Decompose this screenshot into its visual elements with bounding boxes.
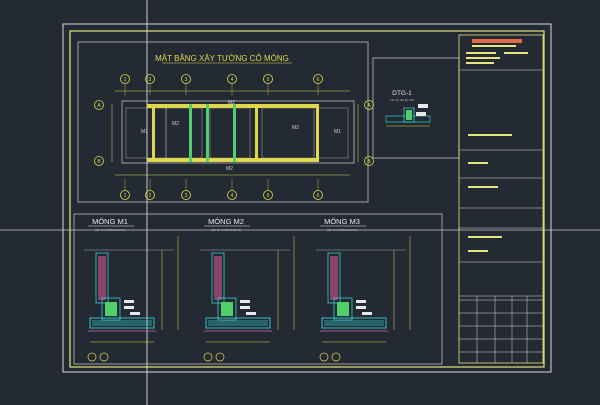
section-note-3: (SL=3, KHÔNG GIAN) bbox=[327, 227, 357, 232]
axis-bubble-3-top: 3 bbox=[181, 74, 191, 84]
axis-bubble-A-right: A bbox=[364, 100, 374, 110]
section-2: MÓNG M2(SL=3, KHÔNG GIAN) bbox=[200, 217, 295, 362]
section-1: MÓNG M1(SL=3, KHÔNG GIAN) bbox=[84, 217, 179, 362]
svg-text:1: 1 bbox=[124, 77, 127, 83]
svg-text:6: 6 bbox=[317, 77, 320, 83]
svg-text:A: A bbox=[367, 103, 371, 109]
plan-label-m2-bottom: M2 bbox=[226, 166, 233, 172]
svg-text:4: 4 bbox=[231, 77, 234, 83]
svg-text:2: 2 bbox=[149, 193, 152, 199]
section-title-1: MÓNG M1 bbox=[92, 217, 128, 226]
axis-bubble-A-left: A bbox=[94, 100, 104, 110]
axis-bubble-5-top: 5 bbox=[263, 74, 273, 84]
svg-text:2: 2 bbox=[149, 77, 152, 83]
axis-bubble-1-top: 1 bbox=[120, 74, 130, 84]
svg-text:3: 3 bbox=[185, 193, 188, 199]
foundation-sections: MÓNG M1(SL=3, KHÔNG GIAN)MÓNG M2(SL=3, K… bbox=[84, 217, 411, 362]
section-title-3: MÓNG M3 bbox=[324, 217, 360, 226]
plan-title: MẶT BẰNG XÂY TƯỜNG CỔ MÓNG bbox=[155, 54, 289, 63]
section-title-2: MÓNG M2 bbox=[208, 217, 244, 226]
svg-text:4: 4 bbox=[231, 193, 234, 199]
plan-panel bbox=[77, 41, 369, 203]
sections-panel bbox=[73, 213, 443, 365]
sheet-border bbox=[69, 30, 545, 368]
axis-bubble-6-bottom: 6 bbox=[313, 190, 323, 200]
plan-label-m1: M1 bbox=[141, 129, 148, 135]
plan-label-m2-top: M2 bbox=[228, 100, 235, 106]
svg-text:5: 5 bbox=[267, 77, 270, 83]
svg-text:B: B bbox=[97, 159, 101, 165]
title-block bbox=[458, 34, 544, 364]
detail-title: DTG-1 bbox=[392, 90, 412, 97]
axis-bubble-3-bottom: 3 bbox=[181, 190, 191, 200]
plan-label-m2-left: M2 bbox=[172, 121, 179, 127]
svg-text:B: B bbox=[367, 159, 371, 165]
axis-bubble-6-top: 6 bbox=[313, 74, 323, 84]
axis-bubble-B-left: B bbox=[94, 156, 104, 166]
axis-bubble-4-bottom: 4 bbox=[227, 190, 237, 200]
section-note-1: (SL=3, KHÔNG GIAN) bbox=[95, 227, 125, 232]
detail-dtg1 bbox=[385, 104, 431, 127]
axis-bubble-1-bottom: 1 bbox=[120, 190, 130, 200]
axis-bubble-B-right: B bbox=[364, 156, 374, 166]
svg-text:A: A bbox=[97, 103, 101, 109]
svg-text:1: 1 bbox=[124, 193, 127, 199]
axis-bubble-5-bottom: 5 bbox=[263, 190, 273, 200]
svg-text:3: 3 bbox=[185, 77, 188, 83]
svg-text:6: 6 bbox=[317, 193, 320, 199]
section-3: MÓNG M3(SL=3, KHÔNG GIAN) bbox=[316, 217, 411, 362]
svg-text:5: 5 bbox=[267, 193, 270, 199]
sheet-outer-frame bbox=[62, 23, 552, 373]
axis-bubble-4-top: 4 bbox=[227, 74, 237, 84]
plan-label-m2-right: M2 bbox=[292, 125, 299, 131]
detail-note: (SL=1) Ф4 @ 150 bbox=[390, 98, 414, 102]
section-note-2: (SL=3, KHÔNG GIAN) bbox=[211, 227, 241, 232]
detail-panel bbox=[372, 57, 460, 159]
plan-label-m1-right: M1 bbox=[334, 129, 341, 135]
